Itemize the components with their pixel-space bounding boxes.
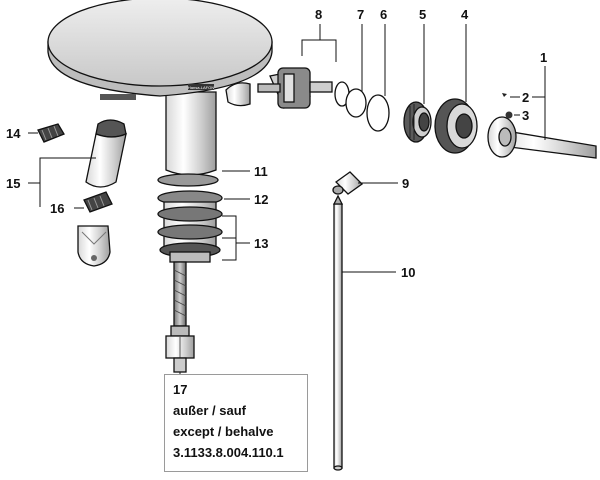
note-part-number: 3.1133.8.004.110.1: [173, 445, 284, 460]
callout-16: 16: [50, 201, 64, 216]
callout-15: 15: [6, 176, 20, 191]
callout-10: 10: [401, 265, 415, 280]
callout-4: 4: [461, 7, 469, 22]
callout-2: 2: [522, 90, 529, 105]
part-17-note: 17 außer / sauf except / behalve 3.1133.…: [164, 374, 308, 472]
cover-ring-part-4: [434, 98, 478, 154]
callout-1: 1: [540, 50, 547, 65]
callout-13: 13: [254, 236, 268, 251]
callout-labels: 8 7 6 5 4 1 2 3 9 10 11 12 13 14 15 16: [6, 7, 547, 280]
screw-part-3: [505, 111, 513, 119]
faucet-body: Hansa-LAFON: [47, 0, 273, 176]
ring-part-11: [157, 173, 219, 187]
supply-hose-part-17: [165, 261, 195, 373]
aerator-key-part-16: [77, 191, 113, 267]
callout-11: 11: [254, 164, 268, 179]
brand-label: Hansa-LAFON: [188, 85, 214, 90]
callout-8: 8: [315, 7, 322, 22]
note-line-except-de: außer / sauf: [173, 403, 246, 418]
o-ring-part-7: [345, 88, 367, 118]
cap-part-2: [502, 93, 507, 97]
pin-part-9: [332, 171, 364, 195]
leader-lines: [28, 24, 546, 374]
note-line-except-en: except / behalve: [173, 424, 274, 439]
callout-14: 14: [6, 126, 21, 141]
threaded-nut-part-5: [403, 101, 432, 143]
callout-5: 5: [419, 7, 426, 22]
mounting-set: [157, 173, 223, 263]
callout-9: 9: [402, 176, 409, 191]
lever-handle-part-1: [487, 116, 597, 159]
o-ring-part-6: [366, 94, 390, 132]
cartridge-part-8: [257, 67, 350, 109]
callout-12: 12: [254, 192, 268, 207]
note-number: 17: [173, 382, 188, 397]
pull-rod-part-10: [332, 194, 344, 471]
callout-3: 3: [522, 108, 529, 123]
callout-6: 6: [380, 7, 387, 22]
aerator-insert-part-14: [37, 123, 65, 143]
aerator-housing-part-15: [85, 119, 127, 188]
callout-7: 7: [357, 7, 364, 22]
